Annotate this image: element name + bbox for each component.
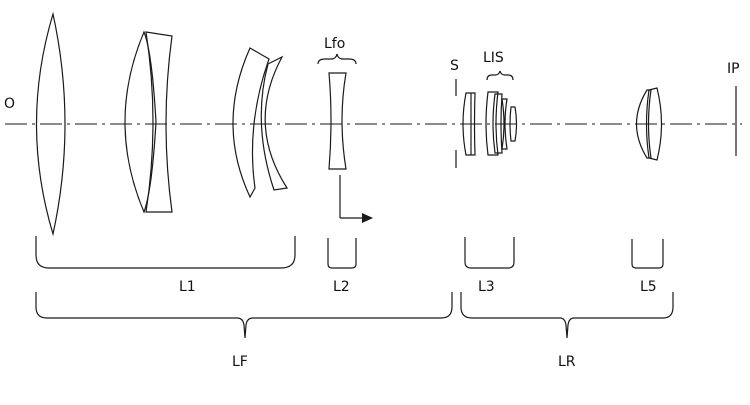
rear-group-label: LR xyxy=(558,354,576,370)
l1-doublet-lens-a xyxy=(124,30,157,214)
focus-lens-label: Lfo xyxy=(324,36,345,52)
brace-rear-group xyxy=(460,292,674,339)
group-l3-label: L3 xyxy=(478,279,495,295)
bracket-l1 xyxy=(35,236,296,269)
l3-lens-d xyxy=(501,98,508,150)
l1-meniscus-lens-b xyxy=(260,55,289,191)
object-label: O xyxy=(4,96,15,112)
l5-lens-b xyxy=(645,87,663,161)
focus-lens xyxy=(328,72,347,170)
focus-lens-brace xyxy=(317,53,357,65)
brace-front-group xyxy=(35,292,453,339)
l3-lens-b xyxy=(485,91,499,156)
group-l5-lenses xyxy=(636,87,663,161)
stop-label: S xyxy=(450,58,459,74)
image-stabilizer-label: LIS xyxy=(483,50,504,66)
l3-lens-c xyxy=(492,93,503,154)
group-l3-lenses xyxy=(462,91,518,156)
image-plane-label: IP xyxy=(727,61,740,77)
focus-direction-arrow xyxy=(339,175,373,223)
front-group-label: LF xyxy=(232,354,248,370)
l3-lens-a xyxy=(462,92,476,156)
group-l2-label: L2 xyxy=(333,279,350,295)
l1-meniscus-lens-a xyxy=(232,47,270,199)
l1-doublet-lens-b xyxy=(145,31,173,213)
l3-lens-e xyxy=(509,106,518,142)
group-l5-label: L5 xyxy=(640,279,657,295)
l1-front-lens xyxy=(35,11,66,237)
bracket-l5 xyxy=(631,239,664,269)
image-stabilizer-brace xyxy=(486,70,514,81)
bracket-l3 xyxy=(464,237,515,269)
group-l1-lenses xyxy=(35,11,289,237)
group-l1-label: L1 xyxy=(179,279,196,295)
bracket-l2 xyxy=(327,238,357,269)
